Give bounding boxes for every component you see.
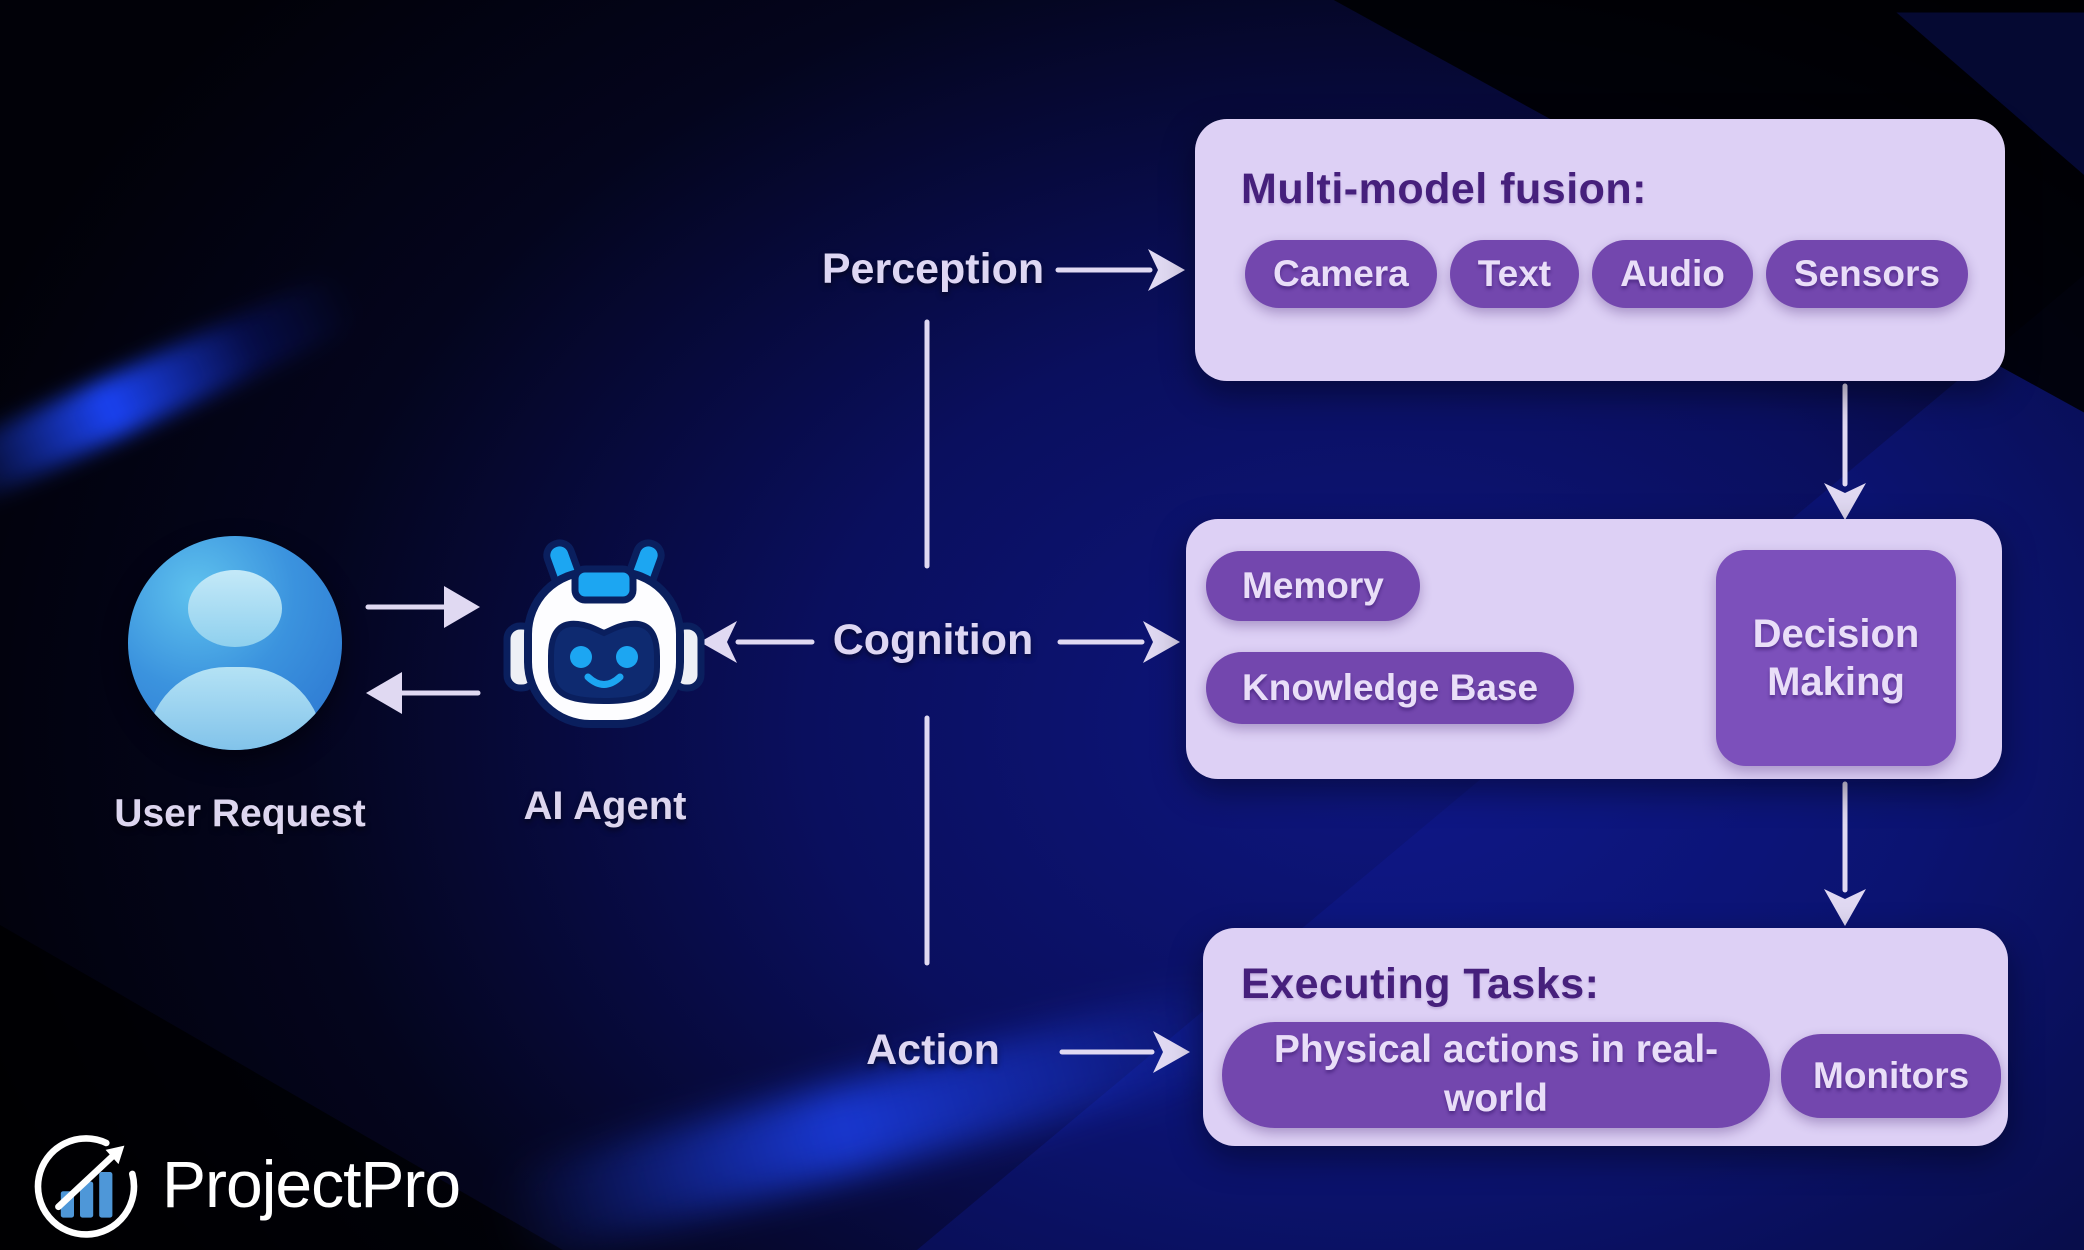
pill-knowledge-base: Knowledge Base	[1206, 652, 1575, 724]
perception-pill-row: Camera Text Audio Sensors	[1245, 240, 2005, 308]
avatar-body-shape	[147, 666, 323, 750]
ai-agent-label: AI Agent	[523, 784, 687, 828]
perception-panel-title: Multi-model fusion:	[1241, 165, 1647, 213]
pill-physical-actions: Physical actions in real-world	[1222, 1022, 1770, 1128]
decision-making-box: Decision Making	[1716, 550, 1956, 766]
pill-memory: Memory	[1206, 551, 1420, 621]
pill-sensors: Sensors	[1765, 240, 1968, 308]
stage-label-cognition: Cognition	[832, 616, 1034, 664]
pill-audio: Audio	[1592, 240, 1753, 308]
stage-label-perception: Perception	[821, 245, 1045, 293]
perception-panel: Multi-model fusion: Camera Text Audio Se…	[1195, 119, 2005, 381]
pill-camera: Camera	[1245, 240, 1437, 308]
pill-monitors: Monitors	[1781, 1034, 2002, 1118]
stage-label-action: Action	[866, 1026, 1000, 1074]
pill-text: Text	[1449, 240, 1580, 308]
action-panel: Executing Tasks: Physical actions in rea…	[1203, 928, 2008, 1146]
user-request-label: User Request	[114, 792, 366, 835]
projectpro-logo-text: ProjectPro	[162, 1147, 461, 1221]
growth-chart-circle-icon	[34, 1135, 138, 1238]
action-panel-title: Executing Tasks:	[1241, 960, 1600, 1008]
user-avatar-icon	[128, 536, 342, 750]
avatar-head-shape	[187, 570, 283, 648]
projectpro-logo: ProjectPro	[26, 1124, 461, 1244]
cognition-panel: Memory Knowledge Base Decision Making	[1186, 519, 2002, 779]
robot-head-icon	[503, 539, 705, 728]
